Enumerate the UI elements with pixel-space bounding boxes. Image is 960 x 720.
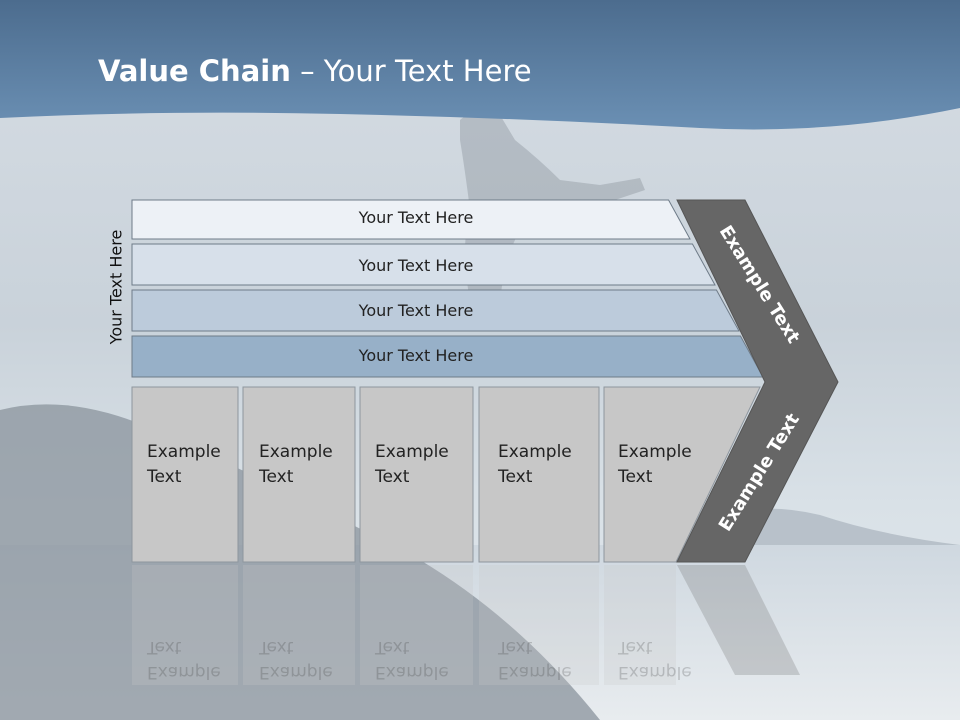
box-2-reflection-shape xyxy=(243,565,355,685)
row-3-bar xyxy=(131,289,740,332)
box-1 xyxy=(131,386,239,563)
box-2 xyxy=(242,386,356,563)
box-3-reflection-shape xyxy=(360,565,473,685)
row-1-bar xyxy=(131,199,691,240)
box-4 xyxy=(478,386,600,563)
side-label: Your Text Here xyxy=(106,229,126,345)
page-title: Value Chain – Your Text Here xyxy=(98,54,532,88)
row-4-label: Your Text Here xyxy=(358,346,474,365)
box-5 xyxy=(603,386,761,563)
header-band xyxy=(0,0,960,130)
row-2-bar xyxy=(131,243,716,286)
chevron-arrow xyxy=(676,199,839,563)
box-3 xyxy=(359,386,474,563)
chevron-reflection xyxy=(677,565,800,675)
box-1-reflection-shape xyxy=(132,565,238,685)
row-2-label: Your Text Here xyxy=(358,256,474,275)
box-4-reflection-shape xyxy=(479,565,599,685)
row-1-label: Your Text Here xyxy=(358,208,474,227)
box-5-reflection-shape xyxy=(604,565,676,685)
row-3-label: Your Text Here xyxy=(358,301,474,320)
